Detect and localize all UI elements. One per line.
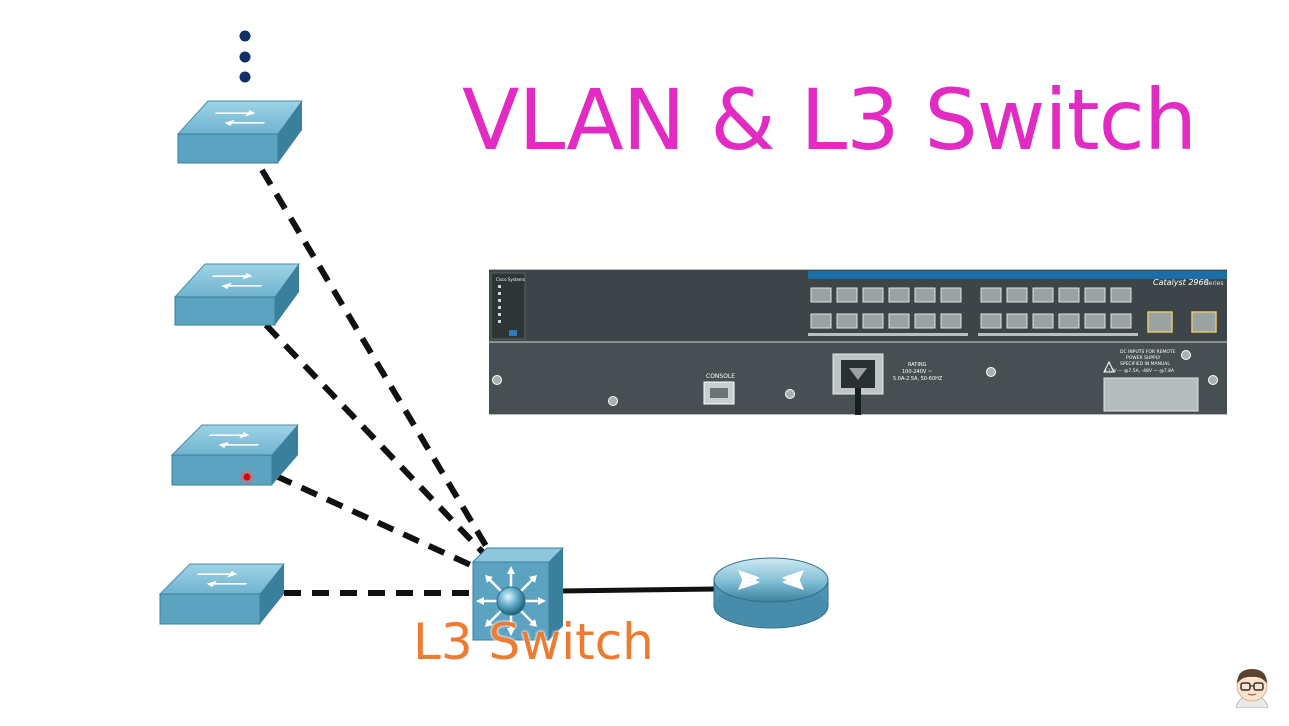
router-icon xyxy=(713,557,829,629)
presenter-avatar-icon xyxy=(1235,669,1269,708)
brand-text: Cisco Systems xyxy=(496,277,525,282)
catalyst-2960-panel: Cisco Systems Catalyst 2960 Series xyxy=(489,269,1227,415)
console-port: CONSOLE xyxy=(703,373,735,405)
ethernet-port-block xyxy=(808,287,1217,336)
red-indicator-light xyxy=(240,470,254,484)
dashed-link xyxy=(274,473,488,575)
dc-notice-line: DC INPUTS FOR REMOTE xyxy=(1120,349,1176,355)
switch-icon xyxy=(158,563,286,625)
rating-line: RATING xyxy=(908,362,927,368)
l3-switch-label: L3 Switch xyxy=(413,613,654,671)
switch-icon xyxy=(176,100,303,164)
dc-notice-line: SPECIFIED IN MANUAL xyxy=(1120,361,1170,367)
rating-line: 5.0A-2.5A, 50-60HZ xyxy=(893,376,943,382)
solid-link xyxy=(559,586,717,594)
rating-line: 100-240V ~ xyxy=(902,369,932,375)
switch-icon xyxy=(173,263,300,326)
switch-icon xyxy=(170,424,300,486)
vertical-ellipsis-icon xyxy=(239,30,251,83)
power-inlet: RATING 100-240V ~ 5.0A-2.5A, 50-60HZ xyxy=(832,353,943,415)
dashed-link xyxy=(263,322,495,565)
dc-input-notice: DC INPUTS FOR REMOTE POWER SUPPLY SPECIF… xyxy=(1103,349,1199,412)
dc-notice-line: POWER SUPPLY xyxy=(1126,355,1161,361)
series-text: Series xyxy=(1205,280,1223,287)
panel-screws xyxy=(492,350,1218,406)
dc-notice-line: +12V — @7.5A, -48V — @7.8A xyxy=(1104,368,1175,374)
console-label: CONSOLE xyxy=(706,373,735,380)
dashed-link xyxy=(259,168,495,558)
l3-switch-icon xyxy=(471,547,565,641)
model-text: Catalyst 2960 xyxy=(1153,278,1209,287)
page-title: VLAN & L3 Switch xyxy=(462,71,1197,169)
